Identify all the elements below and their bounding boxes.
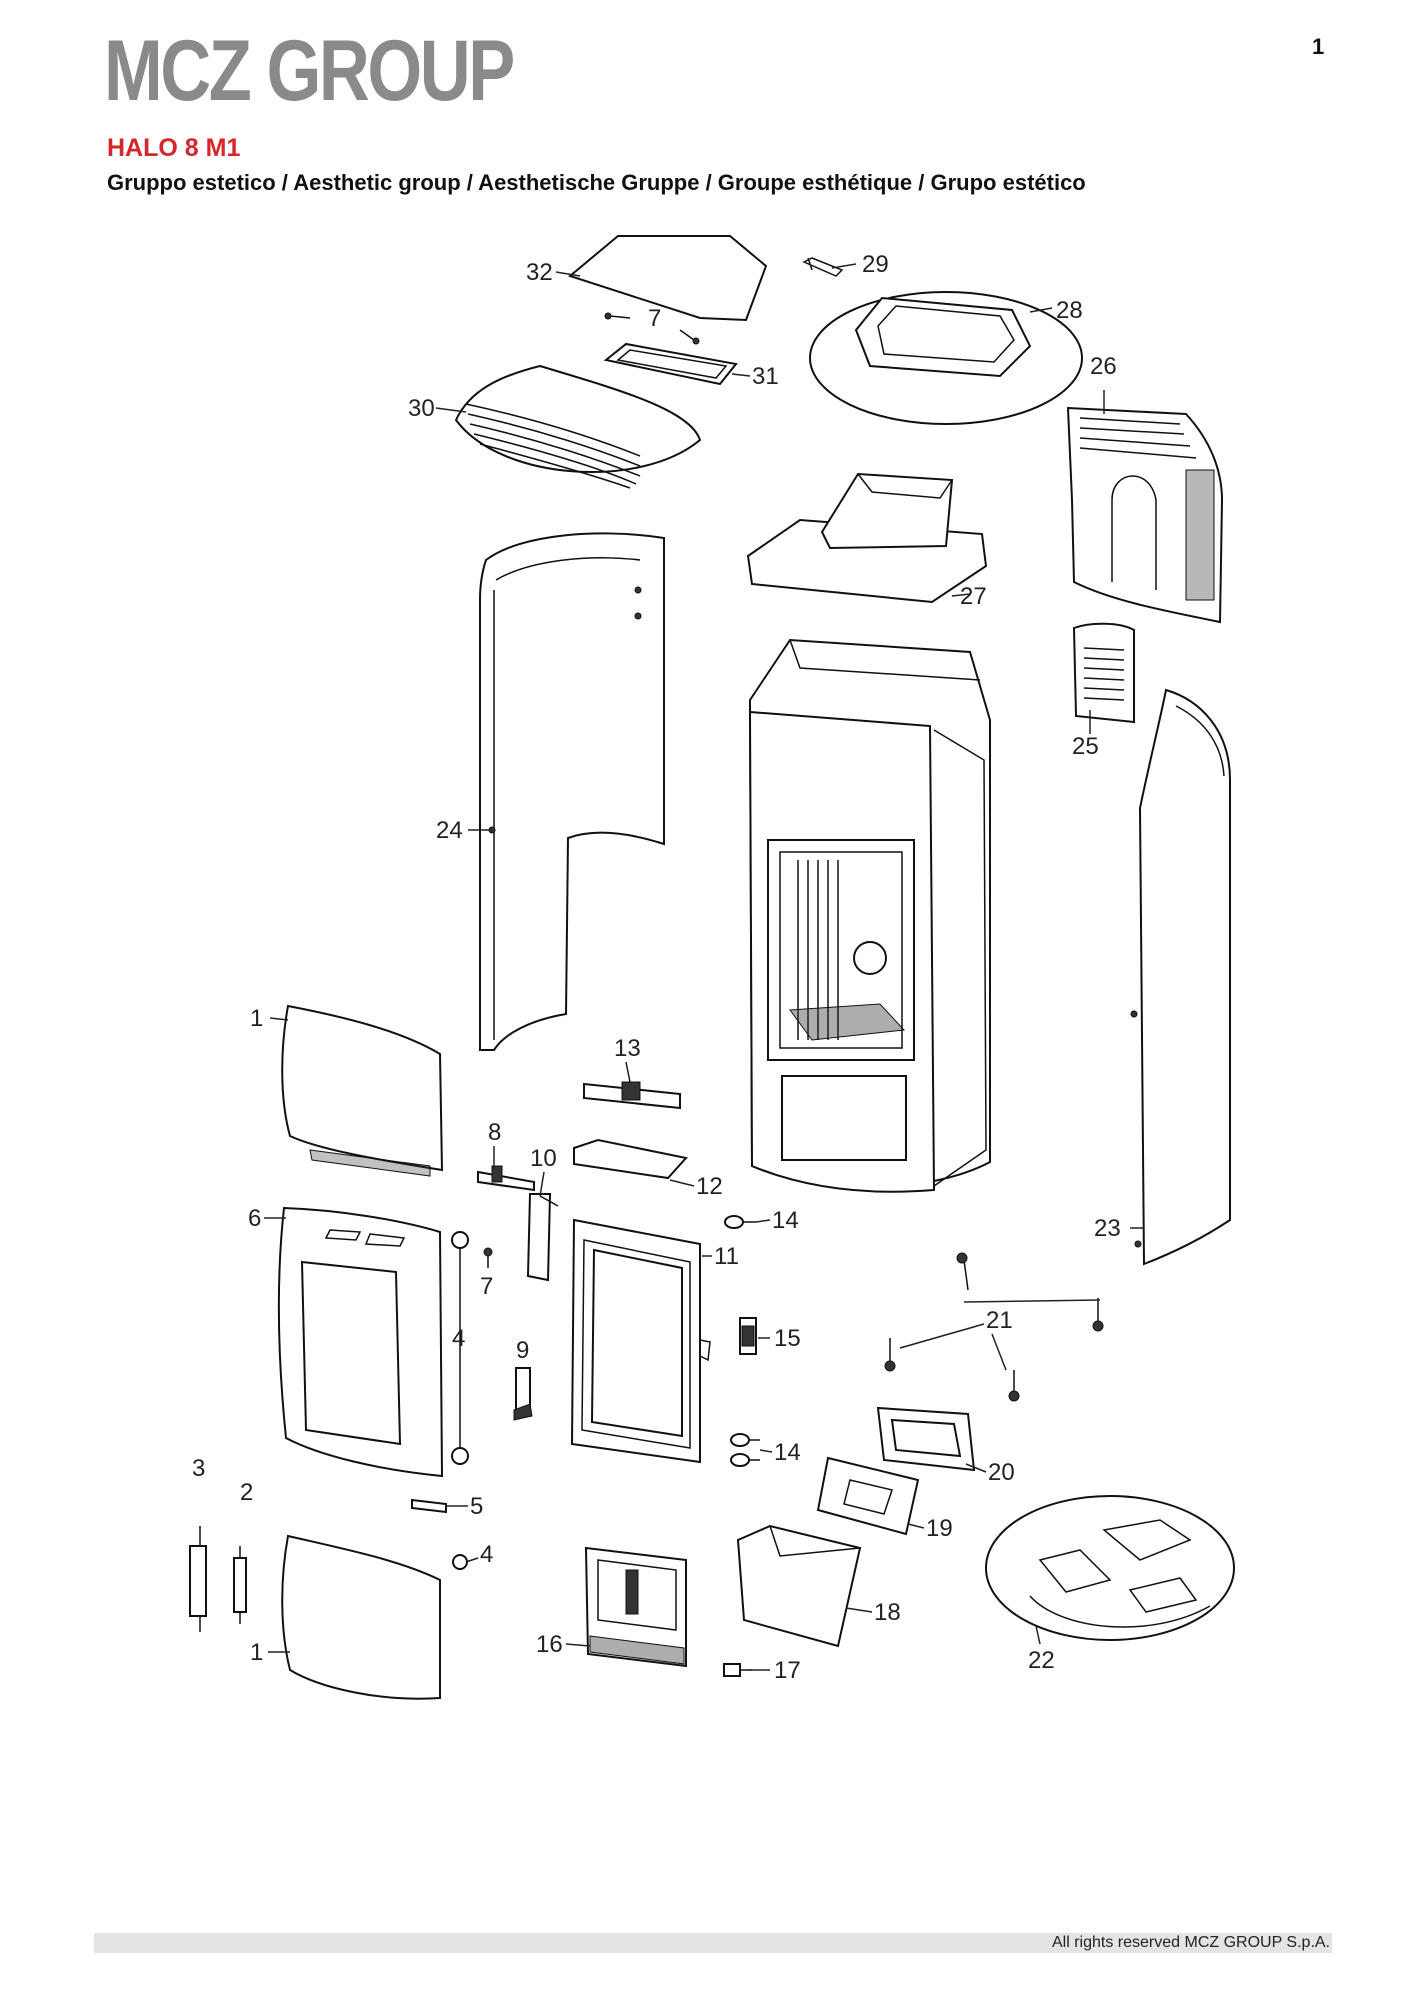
label-19: 19 (926, 1515, 953, 1542)
label-14-upper: 14 (772, 1207, 799, 1234)
part-32-top-glass (567, 235, 768, 322)
part-15-lock (739, 1317, 757, 1355)
label-4-lower: 4 (480, 1541, 493, 1568)
part-29-clip (802, 257, 844, 277)
label-3: 3 (192, 1455, 205, 1482)
part-10-hinge (526, 1193, 552, 1282)
label-8: 8 (488, 1119, 501, 1146)
brand-logo: MCZ GROUP (104, 23, 515, 119)
leader-lines (264, 263, 1144, 1671)
footer-copyright: All rights reserved MCZ GROUP S.p.A. (1052, 1934, 1330, 1951)
label-22: 22 (1028, 1647, 1055, 1674)
label-30: 30 (408, 395, 435, 422)
label-4-upper: 4 (452, 1325, 465, 1352)
part-7-screws-top (604, 312, 700, 345)
label-25: 25 (1072, 733, 1099, 760)
part-4-disc (452, 1554, 468, 1570)
part-22-base-plate (985, 1495, 1235, 1641)
label-1-lower: 1 (250, 1639, 263, 1666)
part-5-clip (411, 1498, 447, 1514)
label-27: 27 (960, 583, 987, 610)
part-18-ash-pan (736, 1524, 862, 1648)
label-14-lower: 14 (774, 1439, 801, 1466)
part-12-bar (573, 1138, 688, 1180)
label-24: 24 (436, 817, 463, 844)
grille-slots (465, 403, 641, 489)
footer-bar (94, 1933, 1332, 1953)
part-19-plate (816, 1456, 920, 1536)
model-title: HALO 8 M1 (107, 134, 241, 162)
label-31: 31 (752, 363, 779, 390)
rear-panel-vents (1079, 417, 1215, 601)
part-1-upper-front-panel (281, 1004, 444, 1172)
label-23: 23 (1094, 1215, 1121, 1242)
label-32: 32 (526, 259, 553, 286)
label-7-top: 7 (648, 305, 661, 332)
label-10: 10 (530, 1145, 557, 1172)
label-5: 5 (470, 1493, 483, 1520)
label-26: 26 (1090, 353, 1117, 380)
part-17-sensor (723, 1663, 752, 1677)
label-2: 2 (240, 1479, 253, 1506)
part-31-frame (603, 342, 738, 386)
label-13: 13 (614, 1035, 641, 1062)
label-11: 11 (714, 1243, 739, 1270)
group-subtitle: Gruppo estetico / Aesthetic group / Aest… (107, 170, 1086, 195)
part-1-lower-front-panel (281, 1534, 441, 1700)
part-3-hinge (189, 1526, 207, 1632)
label-7: 7 (480, 1273, 493, 1300)
part-23-right-side-panel (1138, 688, 1231, 1266)
part-2-hinge (233, 1546, 247, 1624)
part-14-knobs-lower (730, 1433, 760, 1467)
part-26-rear-panel (1066, 406, 1224, 624)
page-number: 1 (1312, 34, 1325, 59)
label-17: 17 (774, 1657, 801, 1684)
label-18: 18 (874, 1599, 901, 1626)
stove-body (748, 638, 991, 1193)
label-1-upper: 1 (250, 1005, 263, 1032)
part-4-pin-top (451, 1231, 469, 1249)
part-24-left-side-panel (479, 532, 665, 1051)
part-7-screw (483, 1247, 493, 1268)
label-15: 15 (774, 1325, 801, 1352)
label-28: 28 (1056, 297, 1083, 324)
part-14-knob-upper (724, 1215, 756, 1229)
label-16: 16 (536, 1631, 563, 1658)
part-4-pin-bottom (451, 1447, 469, 1465)
label-29: 29 (862, 251, 889, 278)
label-21: 21 (986, 1307, 1013, 1334)
label-20: 20 (988, 1459, 1015, 1486)
part-21-feet (884, 1252, 1104, 1402)
label-6: 6 (248, 1205, 261, 1232)
part-25-vent-panel (1072, 622, 1135, 724)
label-12: 12 (696, 1173, 723, 1200)
label-9: 9 (516, 1337, 529, 1364)
part-8-latch (477, 1170, 535, 1192)
